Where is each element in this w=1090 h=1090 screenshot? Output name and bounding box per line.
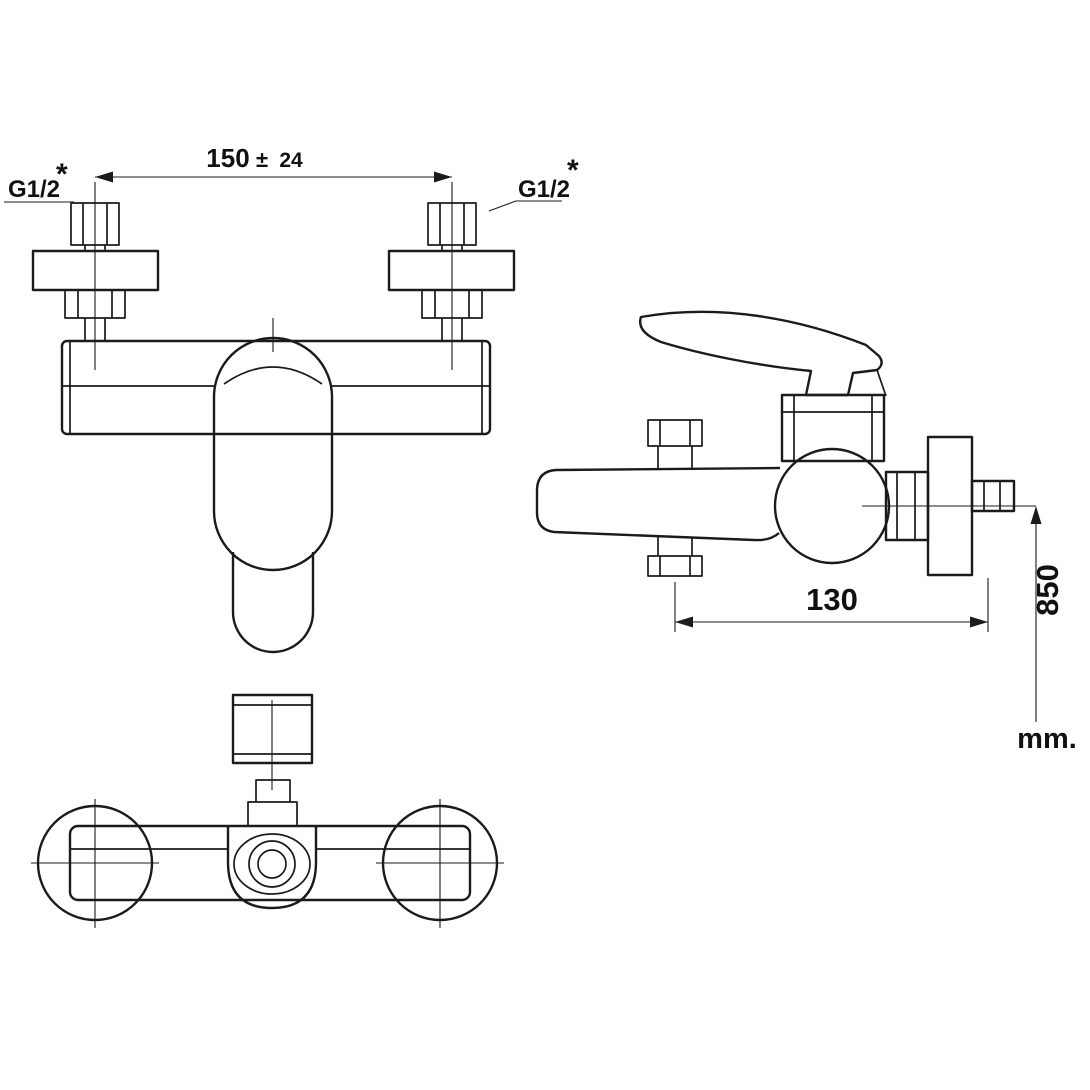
arrowhead-left-icon	[95, 171, 113, 183]
front-left-union	[31, 202, 160, 341]
dimension-center-distance: 150 ± 24	[94, 143, 453, 370]
bottom-flange-crosshairs	[31, 799, 504, 928]
side-bottom-fitting	[647, 537, 703, 577]
side-cartridge-housing	[780, 393, 886, 463]
side-lever-handle	[639, 310, 883, 397]
dimension-130-value: 130	[806, 582, 858, 617]
arrowhead-right-icon	[434, 171, 452, 183]
dimension-850-value: 850	[1030, 564, 1065, 616]
front-lever-capsule	[212, 336, 334, 572]
dimension-spout-reach: 130	[674, 578, 989, 632]
side-diverter-knob	[647, 419, 703, 470]
bottom-spout-top	[231, 693, 314, 765]
arrowhead-850-up-icon	[1030, 506, 1042, 524]
aerator-ring-inner	[257, 849, 287, 879]
side-spout	[535, 466, 781, 542]
front-left-union-nut-bottom	[64, 289, 126, 341]
front-lever-arc	[223, 366, 323, 385]
unit-label: mm.	[1017, 723, 1077, 755]
bottom-view	[31, 693, 504, 928]
dimension-extension-lines	[94, 176, 453, 370]
side-view: 130 850 mm.	[535, 310, 1077, 755]
thread-label-right: G1/2 *	[488, 154, 579, 212]
dimension-150-value: 150	[206, 143, 249, 173]
front-view: 150 ± 24 G1/2 * G1/2 *	[4, 143, 579, 654]
side-lever-back-edge	[876, 369, 887, 397]
front-right-union-flange	[387, 249, 516, 292]
bottom-spout-mouth-outline	[226, 826, 318, 910]
front-left-union-flange	[31, 249, 160, 292]
side-cartridge-detail	[782, 395, 884, 461]
arrowhead-130-left-icon	[675, 616, 693, 628]
dimension-130-lines	[674, 578, 989, 632]
front-right-union-nut-top	[427, 202, 477, 251]
dimension-150-tolerance: 24	[279, 149, 303, 172]
thread-label-left: G1/2 *	[4, 158, 74, 203]
front-body-detail-lines	[62, 341, 490, 434]
thread-left-text: G1/2	[8, 176, 60, 203]
front-left-union-nut-top	[70, 202, 120, 251]
thread-right-leader-line	[488, 200, 562, 212]
dimension-mount-height: 850 mm.	[1017, 506, 1077, 755]
side-wall-union	[862, 435, 1036, 577]
front-right-union	[387, 202, 516, 341]
thread-right-text: G1/2	[518, 176, 570, 203]
plus-minus-symbol: ±	[256, 147, 268, 172]
front-spout	[231, 552, 315, 654]
thread-right-asterisk: *	[567, 154, 579, 187]
front-right-union-nut-bottom	[421, 289, 483, 341]
front-body	[60, 339, 492, 436]
aerator-ring-middle	[248, 840, 296, 888]
thread-left-asterisk: *	[56, 158, 68, 191]
aerator-ring-outer	[233, 833, 311, 895]
arrowhead-130-right-icon	[970, 616, 988, 628]
